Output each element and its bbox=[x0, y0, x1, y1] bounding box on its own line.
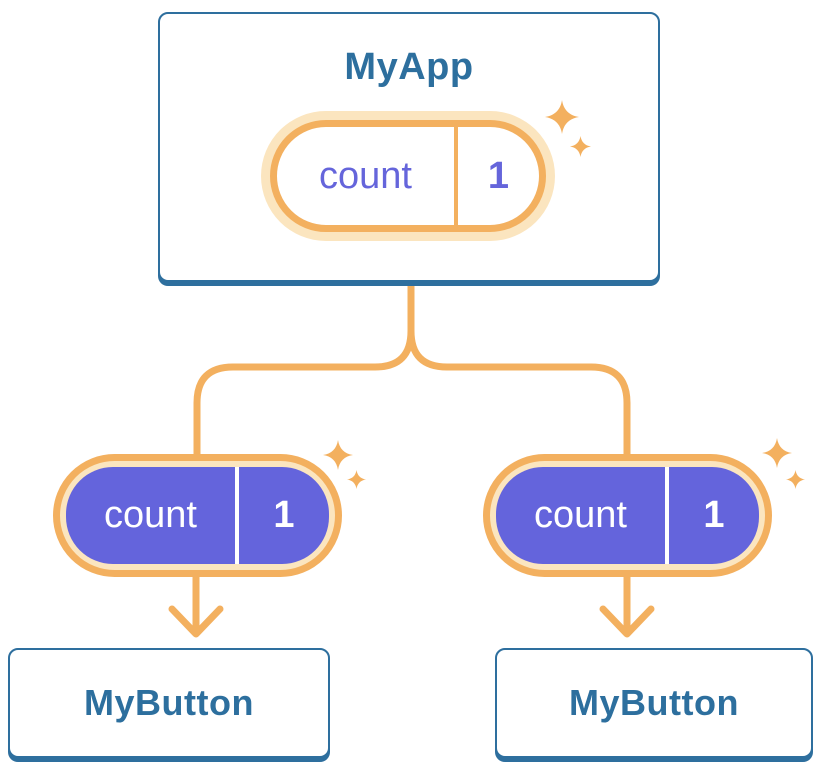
pill-divider bbox=[454, 127, 458, 225]
component-node-left: MyButton bbox=[8, 648, 330, 758]
component-node-root: MyApp count 1 bbox=[158, 12, 660, 282]
pill-divider bbox=[665, 467, 669, 564]
state-pill-body: count 1 bbox=[66, 467, 329, 564]
state-pill-body: count 1 bbox=[496, 467, 759, 564]
component-title: MyButton bbox=[84, 682, 254, 723]
tree-connector-right bbox=[407, 279, 631, 460]
state-name: count bbox=[534, 494, 627, 536]
component-title: MyButton bbox=[569, 682, 739, 723]
component-title: MyApp bbox=[344, 46, 474, 88]
state-pill-child-right: count 1 bbox=[483, 454, 772, 577]
state-value: 1 bbox=[487, 154, 510, 197]
state-value: 1 bbox=[703, 494, 725, 536]
arrow-down-icon bbox=[599, 569, 655, 638]
state-name: count bbox=[104, 494, 197, 536]
state-value: 1 bbox=[273, 494, 295, 536]
component-node-right: MyButton bbox=[495, 648, 813, 758]
tree-connector-left bbox=[193, 279, 415, 460]
sparkle-icon bbox=[762, 438, 806, 490]
pill-divider bbox=[235, 467, 239, 564]
state-pill-child-left: count 1 bbox=[53, 454, 342, 577]
arrow-down-icon bbox=[168, 569, 224, 638]
state-name: count bbox=[319, 154, 412, 197]
state-pill-root: count 1 bbox=[270, 120, 546, 232]
